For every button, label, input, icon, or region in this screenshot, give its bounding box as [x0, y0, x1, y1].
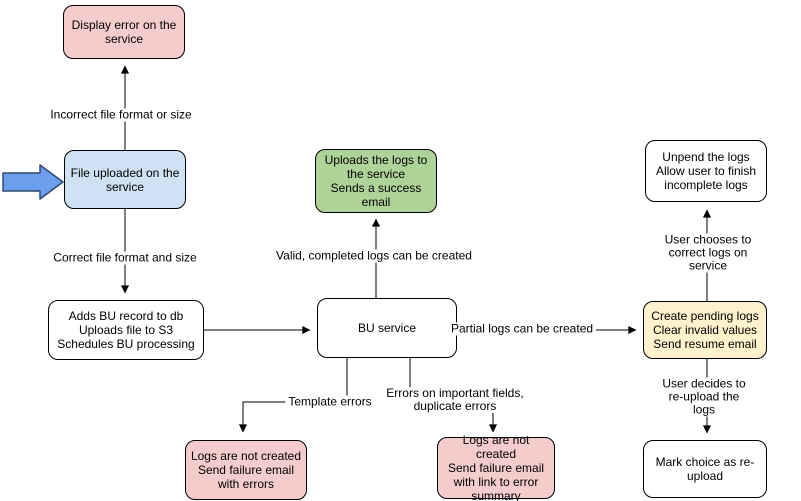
edge-label-user-chooses-correct: User chooses to correct logs on service	[661, 233, 755, 273]
edge-label-template-errors: Template errors	[285, 395, 375, 409]
node-create-pending-logs: Create pending logs Clear invalid values…	[643, 301, 767, 359]
node-logs-not-created-fields: Logs are not created Send failure email …	[437, 433, 555, 501]
edge-label-valid-logs: Valid, completed logs can be created	[273, 249, 475, 263]
edge-label-incorrect-file-format: Incorrect file format or size	[47, 108, 195, 122]
edge-label-important-field-errors: Errors on important fields, duplicate er…	[383, 387, 527, 413]
edge-label-user-decides-reupload: User decides to re-upload the logs	[655, 377, 753, 417]
node-logs-not-created-template: Logs are not created Send failure email …	[185, 440, 307, 500]
node-uploads-logs: Uploads the logs to the service Sends a …	[315, 149, 437, 213]
node-bu-service: BU service	[317, 298, 457, 358]
edge-label-partial-logs: Partial logs can be created	[447, 322, 597, 336]
node-unpend-logs: Unpend the logs Allow user to finish inc…	[645, 140, 767, 202]
node-display-error: Display error on the service	[63, 5, 185, 59]
node-adds-bu-record: Adds BU record to db Uploads file to S3 …	[48, 300, 204, 360]
node-file-uploaded: File uploaded on the service	[64, 150, 186, 209]
entry-arrow-icon	[2, 164, 64, 200]
edge-label-correct-file-format: Correct file format and size	[50, 251, 200, 265]
node-mark-choice: Mark choice as re- upload	[643, 440, 767, 498]
